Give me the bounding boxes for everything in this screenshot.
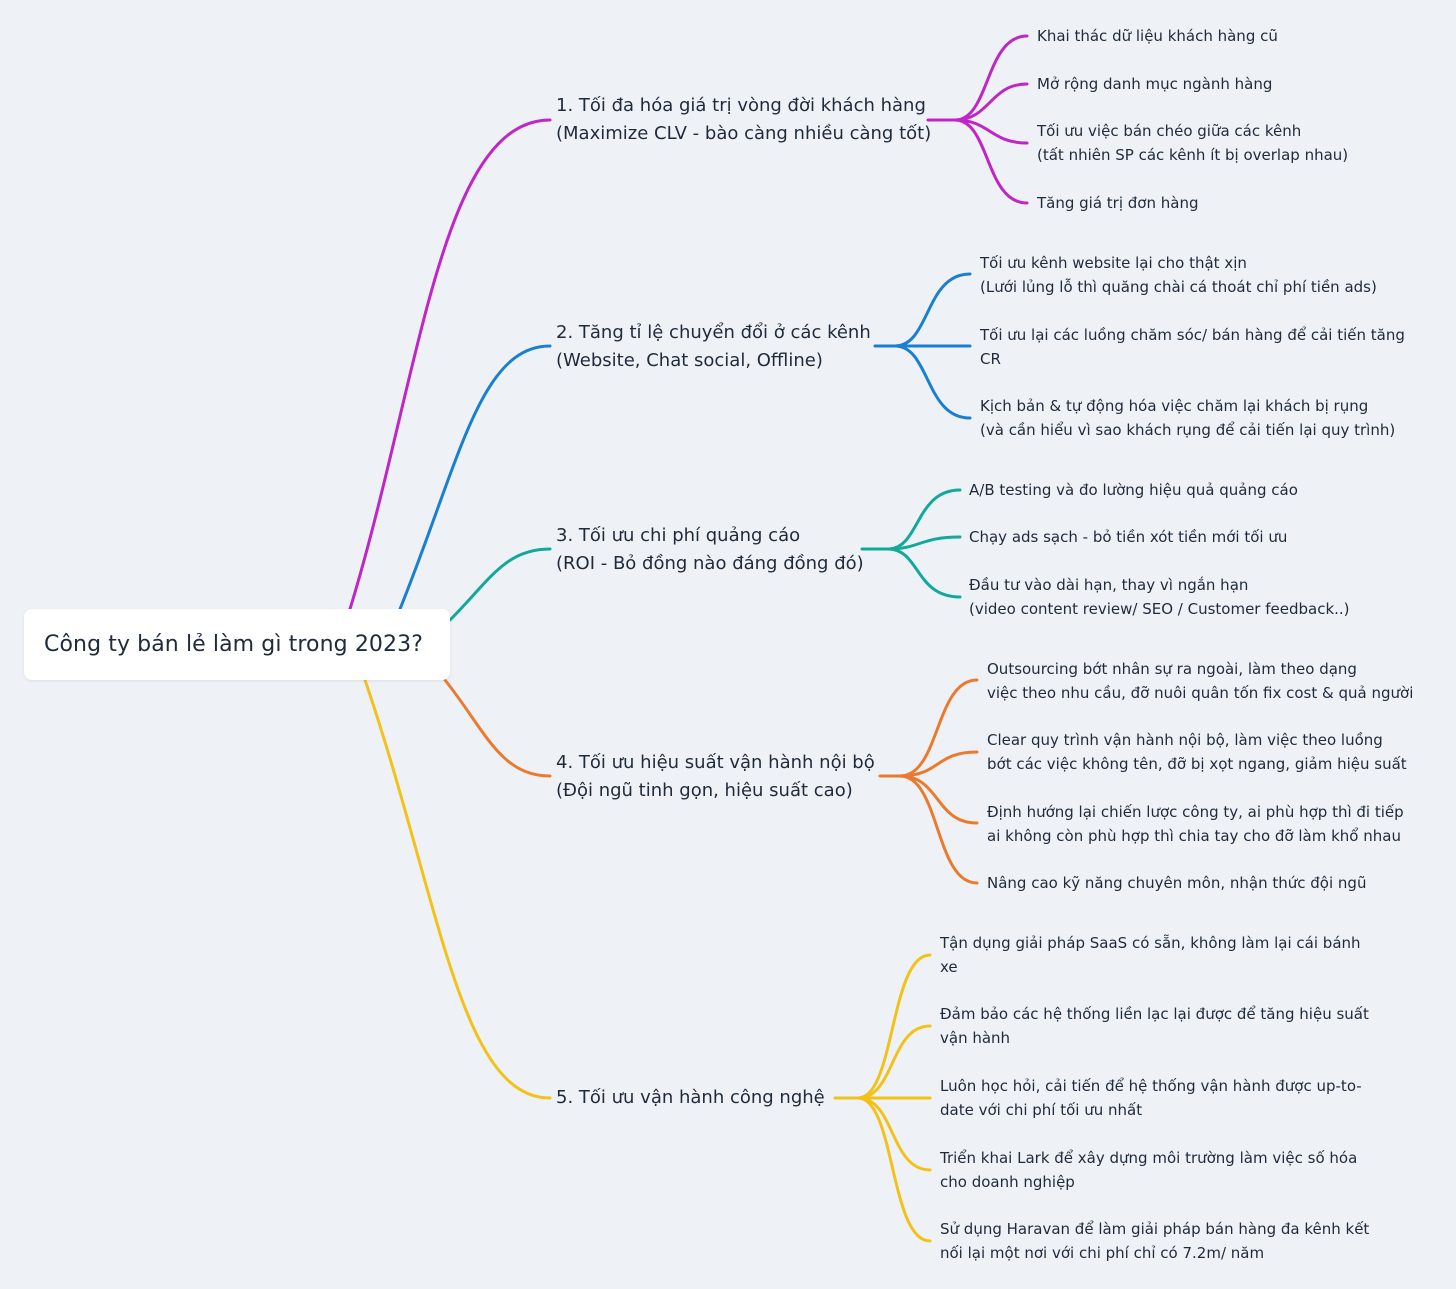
root-topic[interactable]: Công ty bán lẻ làm gì trong 2023? (24, 609, 450, 680)
leaf-4-1-text: Outsourcing bớt nhân sự ra ngoài, làm th… (987, 660, 1357, 678)
branch-2-topic[interactable]: 2. Tăng tỉ lệ chuyển đổi ở các kênh (Web… (556, 319, 871, 375)
leaf-3-3-text-2: (video content review/ SEO / Customer fe… (969, 600, 1350, 618)
leaf-2-2[interactable]: Tối ưu lại các luồng chăm sóc/ bán hàng … (980, 323, 1405, 371)
leaf-5-1-text-2: xe (940, 958, 958, 976)
branch-1-topic[interactable]: 1. Tối đa hóa giá trị vòng đời khách hàn… (556, 92, 931, 148)
branch-4-topic[interactable]: 4. Tối ưu hiệu suất vận hành nội bộ (Đội… (556, 749, 875, 805)
leaf-5-1-text: Tận dụng giải pháp SaaS có sẵn, không là… (940, 934, 1361, 952)
leaf-4-2-text: Clear quy trình vận hành nội bộ, làm việ… (987, 731, 1383, 749)
leaf-5-3-text: Luôn học hỏi, cải tiến để hệ thống vận h… (940, 1077, 1362, 1095)
branch-4-title: 4. Tối ưu hiệu suất vận hành nội bộ (556, 752, 875, 773)
link-b4-c2 (898, 750, 979, 778)
branch-5-topic[interactable]: 5. Tối ưu vận hành công nghệ (556, 1084, 825, 1112)
leaf-5-4[interactable]: Triển khai Lark để xây dựng môi trường l… (940, 1146, 1357, 1194)
branch-4-subtitle: (Đội ngũ tinh gọn, hiệu suất cao) (556, 780, 853, 801)
leaf-4-1-text-2: việc theo nhu cầu, đỡ nuôi quân tốn fix … (987, 684, 1414, 702)
leaf-3-1[interactable]: A/B testing và đo lường hiệu quả quảng c… (969, 478, 1298, 502)
leaf-1-2-text: Mở rộng danh mục ngành hàng (1037, 75, 1273, 93)
leaf-3-3[interactable]: Đầu tư vào dài hạn, thay vì ngắn hạn (vi… (969, 573, 1350, 621)
link-b3-c3 (886, 547, 962, 599)
leaf-1-1-text: Khai thác dữ liệu khách hàng cũ (1037, 27, 1278, 45)
link-b1-c1 (953, 34, 1029, 122)
leaf-4-1[interactable]: Outsourcing bớt nhân sự ra ngoài, làm th… (987, 657, 1413, 705)
link-b4-c1 (898, 678, 979, 778)
leaf-1-4[interactable]: Tăng giá trị đơn hàng (1037, 191, 1198, 215)
leaf-4-4[interactable]: Nâng cao kỹ năng chuyên môn, nhận thức đ… (987, 871, 1366, 895)
branch-2-subtitle: (Website, Chat social, Offline) (556, 350, 823, 371)
leaf-4-3-text: Định hướng lại chiến lược công ty, ai ph… (987, 803, 1404, 821)
leaf-3-2[interactable]: Chạy ads sạch - bỏ tiền xót tiền mới tối… (969, 525, 1287, 549)
link-b3-c1 (886, 488, 962, 551)
leaf-2-3-text: Kịch bản & tự động hóa việc chăm lại khá… (980, 397, 1369, 415)
link-b1-c2 (953, 82, 1029, 122)
link-b3-c2 (886, 535, 962, 551)
leaf-5-5-text-2: nối lại một nơi với chi phí chỉ có 7.2m/… (940, 1244, 1265, 1262)
link-b2-c3 (893, 344, 972, 420)
leaf-1-2[interactable]: Mở rộng danh mục ngành hàng (1037, 72, 1272, 96)
leaf-1-1[interactable]: Khai thác dữ liệu khách hàng cũ (1037, 24, 1278, 48)
leaf-5-4-text-2: cho doanh nghiệp (940, 1173, 1075, 1191)
leaf-1-3-text: Tối ưu việc bán chéo giữa các kênh (1037, 122, 1302, 140)
leaf-5-3[interactable]: Luôn học hỏi, cải tiến để hệ thống vận h… (940, 1074, 1362, 1122)
leaf-5-2-text: Đảm bảo các hệ thống liền lạc lại được đ… (940, 1005, 1369, 1023)
link-b1-c3 (953, 118, 1029, 145)
link-b1-c4 (953, 118, 1029, 205)
leaf-2-3[interactable]: Kịch bản & tự động hóa việc chăm lại khá… (980, 394, 1395, 442)
branch-1-subtitle: (Maximize CLV - bào càng nhiều càng tốt) (556, 123, 932, 144)
link-root-branch-1 (348, 118, 552, 611)
branch-5-title: 5. Tối ưu vận hành công nghệ (556, 1087, 825, 1108)
branch-1-title: 1. Tối đa hóa giá trị vòng đời khách hàn… (556, 95, 926, 116)
leaf-4-3[interactable]: Định hướng lại chiến lược công ty, ai ph… (987, 800, 1404, 848)
leaf-5-2[interactable]: Đảm bảo các hệ thống liền lạc lại được đ… (940, 1002, 1369, 1050)
link-b5-c4 (856, 1096, 932, 1172)
leaf-1-4-text: Tăng giá trị đơn hàng (1037, 194, 1199, 212)
branch-3-topic[interactable]: 3. Tối ưu chi phí quảng cáo (ROI - Bỏ đồ… (556, 522, 864, 578)
leaf-1-3-text-2: (tất nhiên SP các kênh ít bị overlap nha… (1037, 146, 1349, 164)
leaf-3-2-text: Chạy ads sạch - bỏ tiền xót tiền mới tối… (969, 528, 1288, 546)
link-b4-c4 (898, 774, 979, 885)
leaf-2-2-text: Tối ưu lại các luồng chăm sóc/ bán hàng … (980, 326, 1405, 344)
link-root-branch-5 (363, 678, 552, 1100)
leaf-5-5-text: Sử dụng Haravan để làm giải pháp bán hàn… (940, 1220, 1370, 1238)
leaf-5-5[interactable]: Sử dụng Haravan để làm giải pháp bán hàn… (940, 1217, 1369, 1265)
leaf-2-1-text: Tối ưu kênh website lại cho thật xịn (980, 254, 1247, 272)
link-b5-c1 (856, 953, 932, 1100)
leaf-3-1-text: A/B testing và đo lường hiệu quả quảng c… (969, 481, 1298, 499)
link-b5-c5 (856, 1096, 932, 1243)
link-b5-c2 (856, 1024, 932, 1100)
leaf-4-2-text-2: bớt các việc không tên, đỡ bị xọt ngang,… (987, 755, 1407, 773)
branch-2-title: 2. Tăng tỉ lệ chuyển đổi ở các kênh (556, 322, 871, 343)
leaf-2-1[interactable]: Tối ưu kênh website lại cho thật xịn (Lư… (980, 251, 1377, 299)
leaf-5-2-text-2: vận hành (940, 1029, 1011, 1047)
leaf-5-4-text: Triển khai Lark để xây dựng môi trường l… (940, 1149, 1358, 1167)
root-title: Công ty bán lẻ làm gì trong 2023? (44, 632, 423, 657)
leaf-2-1-text-2: (Lưới lủng lỗ thì quăng chài cá thoát ch… (980, 278, 1377, 296)
link-b4-c3 (898, 774, 979, 825)
leaf-4-4-text: Nâng cao kỹ năng chuyên môn, nhận thức đ… (987, 874, 1367, 892)
leaf-2-2-text-2: CR (980, 350, 1001, 368)
leaf-5-1[interactable]: Tận dụng giải pháp SaaS có sẵn, không là… (940, 931, 1361, 979)
branch-3-subtitle: (ROI - Bỏ đồng nào đáng đồng đó) (556, 553, 864, 574)
leaf-5-3-text-2: date với chi phí tối ưu nhất (940, 1101, 1143, 1119)
leaf-4-2[interactable]: Clear quy trình vận hành nội bộ, làm việ… (987, 728, 1407, 776)
link-root-branch-2 (398, 344, 552, 611)
leaf-2-3-text-2: (và cần hiểu vì sao khách rụng để cải ti… (980, 421, 1396, 439)
leaf-3-3-text: Đầu tư vào dài hạn, thay vì ngắn hạn (969, 576, 1249, 594)
link-b2-c1 (893, 272, 972, 348)
leaf-4-3-text-2: ai không còn phù hợp thì chia tay cho đỡ… (987, 827, 1401, 845)
leaf-1-3[interactable]: Tối ưu việc bán chéo giữa các kênh (tất … (1037, 119, 1348, 167)
link-root-branch-3 (448, 547, 552, 622)
branch-3-title: 3. Tối ưu chi phí quảng cáo (556, 525, 801, 546)
link-root-branch-4 (443, 678, 552, 778)
